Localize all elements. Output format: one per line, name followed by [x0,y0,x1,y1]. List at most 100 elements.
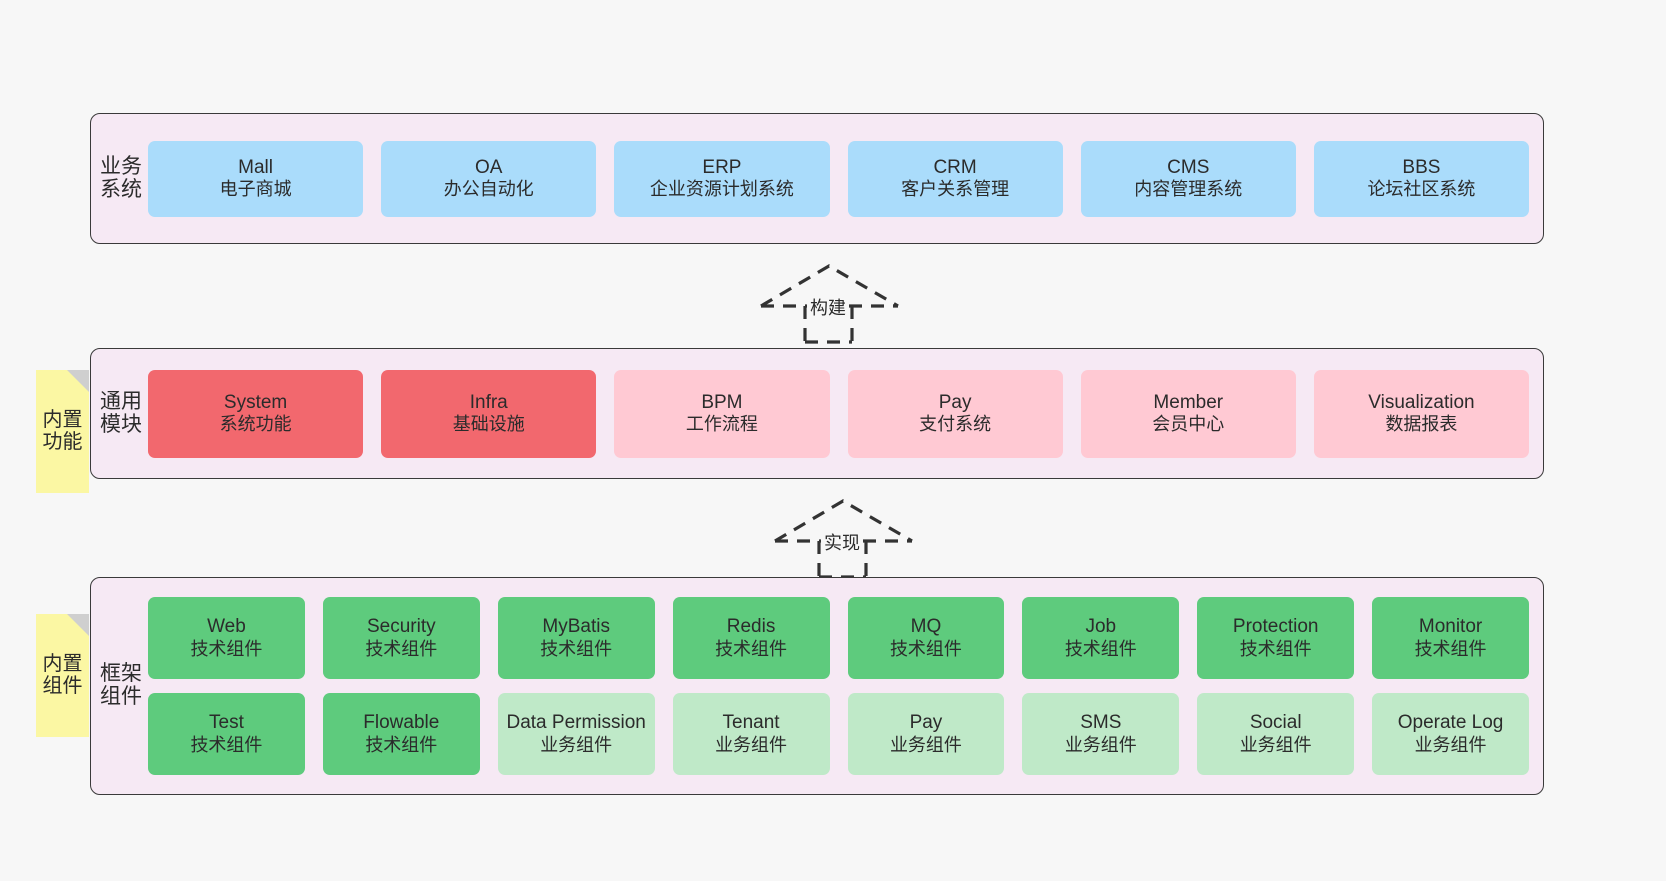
card-mq-cn: 技术组件 [889,638,962,659]
card-member-en: Member [1153,391,1224,413]
card-crm-en: CRM [933,156,977,178]
card-cms[interactable]: CMS 内容管理系统 [1080,140,1296,217]
card-mq[interactable]: MQ 技术组件 [847,597,1005,679]
card-flowable-en: Flowable [363,712,440,734]
card-security-cn: 技术组件 [365,638,438,659]
card-test-en: Test [209,712,244,734]
card-social[interactable]: Social 业务组件 [1197,693,1355,775]
card-mall-en: Mall [238,156,273,178]
card-data-permission[interactable]: Data Permission 业务组件 [497,693,655,775]
card-mybatis[interactable]: MyBatis 技术组件 [497,597,655,679]
card-cms-cn: 内容管理系统 [1134,179,1243,200]
card-bbs-en: BBS [1402,156,1441,178]
sticky-note-builtin-components-text: 内置组件 [42,652,83,697]
layer-framework-components: 框架组件 Web 技术组件 Security 技术组件 MyBatis 技术组件 [90,577,1544,795]
card-mq-en: MQ [910,616,942,638]
card-web[interactable]: Web 技术组件 [148,597,305,679]
card-visualization-en: Visualization [1368,391,1475,413]
card-system[interactable]: System 系统功能 [148,369,364,458]
card-web-en: Web [207,616,246,638]
card-oa[interactable]: OA 办公自动化 [381,140,597,217]
card-visualization-cn: 数据报表 [1385,414,1458,435]
card-tenant-cn: 业务组件 [715,734,788,755]
card-oa-cn: 办公自动化 [443,179,534,200]
card-redis[interactable]: Redis 技术组件 [672,597,830,679]
layer-title-framework-components: 框架组件 [100,662,142,708]
card-web-cn: 技术组件 [190,638,263,659]
card-social-en: Social [1249,712,1302,734]
sticky-note-builtin-components: 内置组件 [36,614,89,737]
card-flowable-cn: 技术组件 [365,734,438,755]
card-protection-cn: 技术组件 [1239,638,1312,659]
card-operate-log-cn: 业务组件 [1414,734,1487,755]
sticky-note-builtin-features: 内置功能 [36,370,89,493]
card-tenant[interactable]: Tenant 业务组件 [672,693,830,775]
card-mall-cn: 电子商城 [219,179,292,200]
card-data-permission-cn: 业务组件 [540,734,613,755]
card-job[interactable]: Job 技术组件 [1022,597,1180,679]
card-bbs[interactable]: BBS 论坛社区系统 [1313,140,1530,217]
connector-implement-label: 实现 [821,529,863,555]
card-pay-component[interactable]: Pay 业务组件 [847,693,1005,775]
connector-implement: 实现 [771,497,916,579]
card-operate-log-en: Operate Log [1397,712,1504,734]
card-redis-cn: 技术组件 [715,638,788,659]
component-row-tech: Web 技术组件 Security 技术组件 MyBatis 技术组件 Redi… [148,597,1529,679]
card-tenant-en: Tenant [722,712,780,734]
card-test[interactable]: Test 技术组件 [148,693,305,775]
card-mall[interactable]: Mall 电子商城 [148,140,364,217]
card-visualization[interactable]: Visualization 数据报表 [1313,369,1530,458]
card-mybatis-cn: 技术组件 [540,638,613,659]
business-card-row: Mall 电子商城 OA 办公自动化 ERP 企业资源计划系统 CRM 客户关系… [148,140,1530,217]
card-protection[interactable]: Protection 技术组件 [1197,597,1355,679]
layer-body-business-system: Mall 电子商城 OA 办公自动化 ERP 企业资源计划系统 CRM 客户关系… [142,114,1543,243]
card-infra-cn: 基础设施 [452,414,525,435]
connector-build-label: 构建 [807,294,849,320]
card-security-en: Security [366,616,436,638]
card-bpm-en: BPM [701,391,743,413]
card-erp-en: ERP [702,156,742,178]
card-member-cn: 会员中心 [1152,414,1225,435]
module-card-row: System 系统功能 Infra 基础设施 BPM 工作流程 Pay 支付系统… [148,369,1530,458]
card-data-permission-en: Data Permission [506,712,646,734]
card-mybatis-en: MyBatis [542,616,610,638]
note-fold-icon [67,370,89,392]
card-pay-module[interactable]: Pay 支付系统 [847,369,1063,458]
card-monitor-cn: 技术组件 [1414,638,1487,659]
note-fold-icon [67,614,89,636]
card-sms[interactable]: SMS 业务组件 [1022,693,1180,775]
card-bpm[interactable]: BPM 工作流程 [614,369,830,458]
card-infra-en: Infra [469,391,508,413]
card-flowable[interactable]: Flowable 技术组件 [322,693,480,775]
layer-title-common-modules: 通用模块 [100,389,142,436]
card-system-en: System [223,391,288,413]
sticky-note-builtin-features-text: 内置功能 [42,408,83,453]
card-pay-component-cn: 业务组件 [889,734,962,755]
card-social-cn: 业务组件 [1239,734,1312,755]
card-erp[interactable]: ERP 企业资源计划系统 [614,140,830,217]
component-rows: Web 技术组件 Security 技术组件 MyBatis 技术组件 Redi… [148,597,1529,775]
card-pay-module-cn: 支付系统 [919,414,992,435]
card-crm-cn: 客户关系管理 [901,179,1010,200]
card-system-cn: 系统功能 [219,414,292,435]
connector-build: 构建 [757,262,902,344]
card-infra[interactable]: Infra 基础设施 [381,369,597,458]
card-security[interactable]: Security 技术组件 [322,597,480,679]
card-erp-cn: 企业资源计划系统 [649,179,794,200]
card-crm[interactable]: CRM 客户关系管理 [847,140,1063,217]
card-member[interactable]: Member 会员中心 [1080,369,1296,458]
card-monitor[interactable]: Monitor 技术组件 [1372,597,1529,679]
card-pay-component-en: Pay [909,712,943,734]
card-operate-log[interactable]: Operate Log 业务组件 [1372,693,1529,775]
layer-body-framework-components: Web 技术组件 Security 技术组件 MyBatis 技术组件 Redi… [142,578,1543,794]
component-row-business: Test 技术组件 Flowable 技术组件 Data Permission … [148,693,1529,775]
card-sms-en: SMS [1080,712,1122,734]
card-redis-en: Redis [726,616,776,638]
card-bpm-cn: 工作流程 [685,414,758,435]
card-test-cn: 技术组件 [190,734,263,755]
card-pay-module-en: Pay [938,391,972,413]
card-bbs-cn: 论坛社区系统 [1367,179,1476,200]
layer-common-modules: 通用模块 System 系统功能 Infra 基础设施 BPM 工作流程 Pay… [90,348,1544,479]
card-sms-cn: 业务组件 [1064,734,1137,755]
